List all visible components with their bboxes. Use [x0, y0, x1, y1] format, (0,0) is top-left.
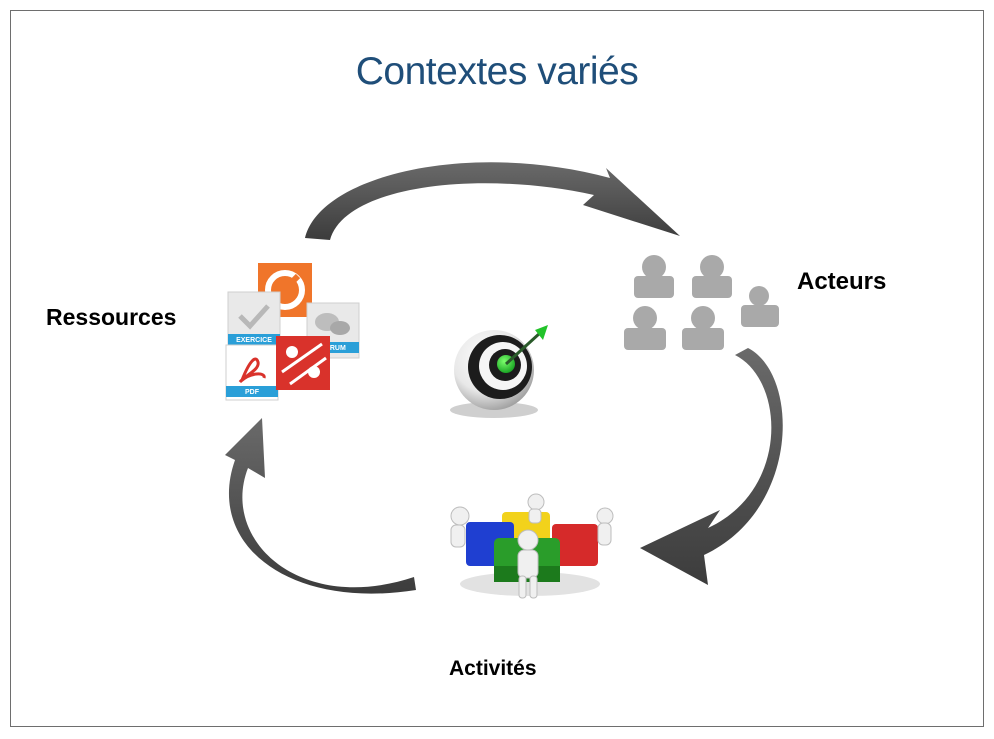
person-icon: [624, 306, 666, 350]
node-label-activites: Activités: [449, 657, 537, 680]
page-title: Contextes variés: [355, 50, 639, 93]
person-icon: [682, 306, 724, 350]
cycle-arrow-left: [225, 418, 416, 594]
forum-icon-label: FORUM: [320, 345, 346, 352]
person-icon: [634, 255, 674, 298]
node-label-ressources: Ressources: [46, 304, 177, 330]
people-group-icon: [624, 255, 779, 350]
forum-icon: FORUM: [306, 302, 360, 359]
node-label-acteurs: Acteurs: [797, 268, 887, 295]
puzzle-icon: [276, 336, 330, 390]
pdf-icon-label: PDF: [245, 389, 260, 396]
target-icon: [450, 325, 548, 418]
cycle-arrow-right: [640, 348, 783, 585]
person-icon: [741, 286, 779, 327]
puzzle-figures-icon: [450, 493, 614, 599]
exercise-icon-label: EXERCICE: [236, 337, 272, 344]
person-icon: [692, 255, 732, 298]
cycle-arrow-top: [305, 162, 680, 240]
pdf-icon: PDF: [225, 344, 279, 401]
ressources-icons: EXERCICE FORUM PDF: [225, 263, 360, 401]
exercise-icon: EXERCICE: [227, 291, 281, 351]
